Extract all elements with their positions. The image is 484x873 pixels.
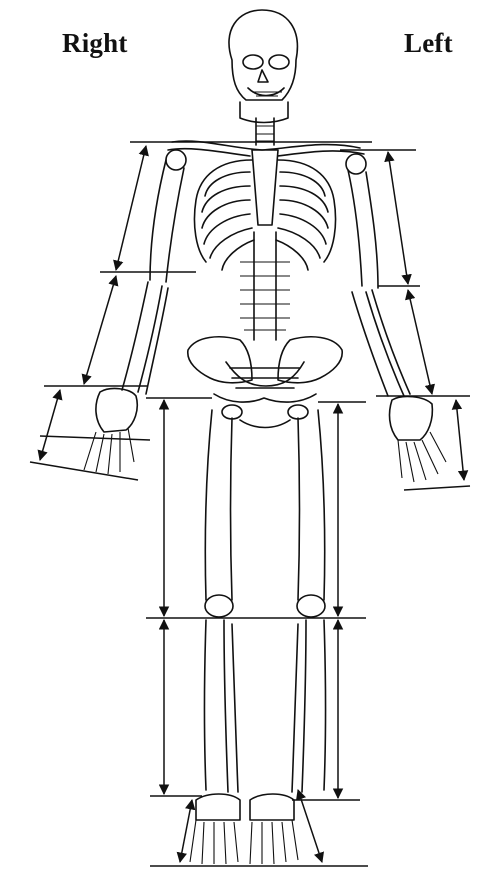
right-arm: [84, 160, 184, 474]
left-arm: [348, 170, 446, 482]
label-right-side: Right: [62, 28, 128, 59]
measurement-arrows: [40, 146, 464, 862]
measurement-reference-lines: [30, 142, 470, 866]
rib-cage: [194, 150, 335, 270]
clavicles: [166, 141, 366, 174]
lumbar-spine: [240, 232, 290, 340]
skull: [229, 10, 297, 123]
left-leg: [250, 410, 326, 864]
label-left-side: Left: [404, 28, 453, 59]
